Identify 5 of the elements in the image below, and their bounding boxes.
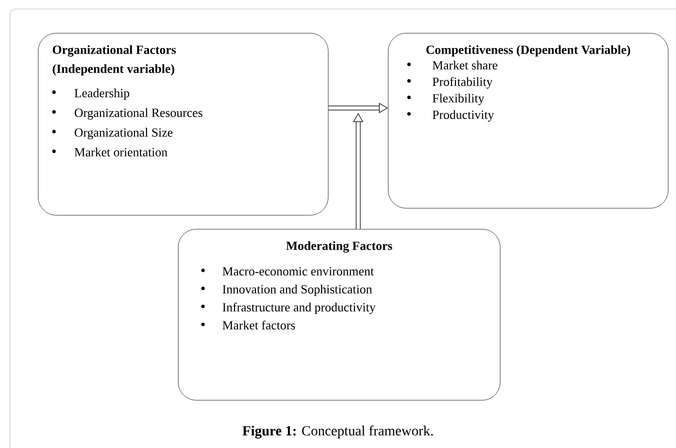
rounded-box: Organizational Factors (Independent variable) Leadership Organizational Resources Organizational Size Market orientation: [38, 33, 328, 216]
rounded-box: Moderating Factors Macro-economic environment Innovation and Sophistication Infrastructure and productivity Market factors: [178, 229, 500, 400]
caption: Figure 1: Conceptual framework.: [242, 426, 433, 438]
rounded-box: Competitiveness (Dependent Variable) Market share Profitability Flexibility Productivity: [388, 33, 668, 208]
double-arrow: [353, 113, 364, 229]
